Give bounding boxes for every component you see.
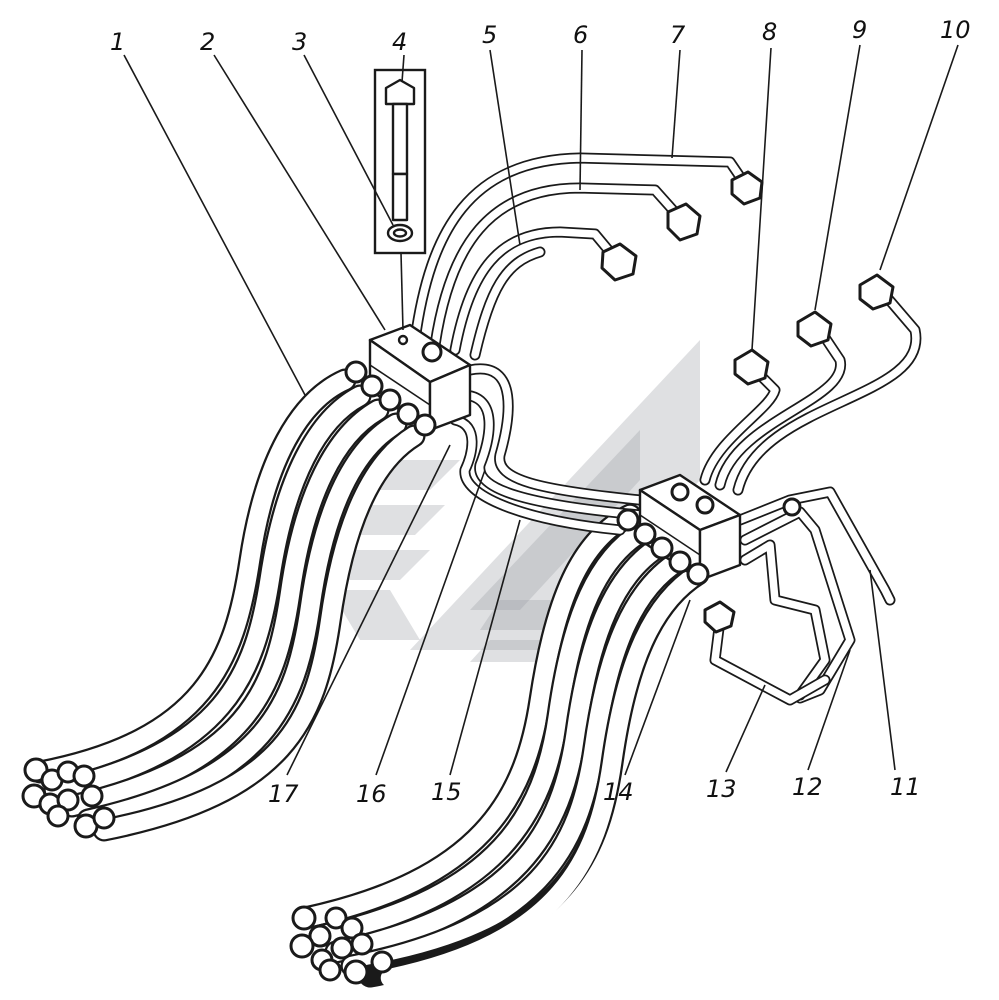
callout-16: 16 <box>356 780 387 808</box>
callout-8: 8 <box>762 18 777 46</box>
left-hose-bundle <box>28 368 426 842</box>
leader-lines <box>123 44 959 776</box>
callout-4: 4 <box>392 28 407 56</box>
left-distribution-block <box>344 323 472 437</box>
callout-labels: 1 2 3 4 5 6 7 8 9 10 11 12 13 14 15 16 1… <box>110 16 971 808</box>
callout-2: 2 <box>200 28 215 56</box>
callout-5: 5 <box>482 21 497 49</box>
pipes-8-9-10 <box>699 289 922 496</box>
callout-6: 6 <box>573 21 588 49</box>
callout-14: 14 <box>603 778 634 806</box>
callout-15: 15 <box>431 778 462 806</box>
callout-3: 3 <box>292 28 307 56</box>
bolt-icon <box>373 68 427 255</box>
pipes-11-12-13 <box>709 486 896 706</box>
callout-9: 9 <box>852 16 867 44</box>
callout-13: 13 <box>706 775 737 803</box>
left-hose-end-fittings <box>21 757 116 839</box>
callout-10: 10 <box>940 16 971 44</box>
callout-17: 17 <box>268 780 299 808</box>
pipes-5-6-7 <box>409 152 751 361</box>
callout-1: 1 <box>110 28 125 56</box>
connecting-pipes <box>449 363 646 536</box>
right-hose-bundle <box>293 503 710 988</box>
right-hose-end-fittings <box>289 905 394 985</box>
callout-12: 12 <box>792 773 823 801</box>
callout-7: 7 <box>670 21 686 49</box>
nut-icon <box>600 170 895 634</box>
callout-11: 11 <box>890 773 921 801</box>
right-distribution-block <box>616 473 802 586</box>
